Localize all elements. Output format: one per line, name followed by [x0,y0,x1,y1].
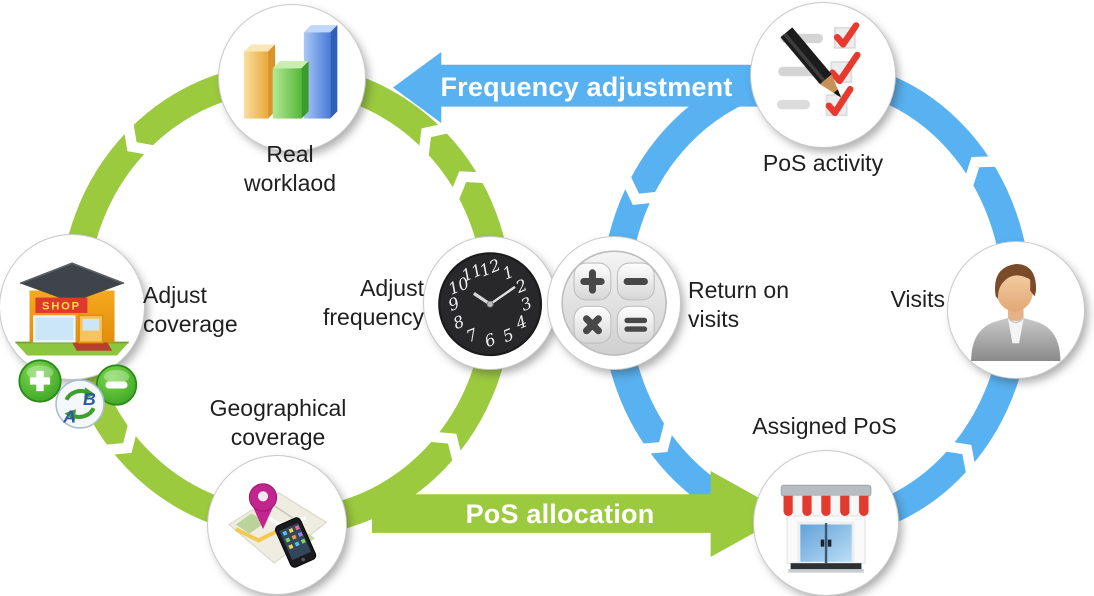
node-adjust-coverage: SHOP [0,235,144,379]
map-pin-phone-icon [228,483,328,569]
clock-icon: 12 1 2 3 4 5 6 7 8 9 10 11 [438,252,542,357]
shop-sign-text: SHOP [42,300,81,312]
swap-letter-a: A [62,407,76,427]
node-visits [948,242,1084,378]
return-on-visits-label: Return on visits [688,277,790,332]
shop-icon: SHOP [15,262,129,356]
pos-activity-label: PoS activity [762,150,884,176]
person-icon [971,264,1061,362]
real-workload-label: Real worklaod [243,141,337,196]
node-real-workload [219,5,365,151]
bar-chart-icon [244,25,338,119]
storefront-icon [780,484,872,573]
assigned-pos-label: Assigned PoS [752,413,897,439]
calculator-icon [561,250,667,356]
pencil [780,27,842,98]
checklist-pencil-icon [776,22,861,117]
adjust-coverage-label: Adjust coverage [143,282,238,337]
swap-ab-badge: A B [54,378,106,430]
minus-badge [93,363,140,407]
node-pos-activity [751,3,895,147]
node-adjust-frequency: 12 1 2 3 4 5 6 7 8 9 10 11 [424,237,556,369]
frequency-adjustment-arrow-label: Frequency adjustment [440,72,733,102]
pos-allocation-arrow-label: PoS allocation [465,498,655,529]
node-return-on-visits [548,237,680,369]
calc-equals-button [616,305,655,344]
visits-label: Visits [890,286,945,312]
node-assigned-pos [754,451,898,595]
plus-badge [17,358,63,404]
clock-minute-hand [489,285,516,306]
adjust-frequency-label: Adjust frequency [322,275,424,330]
node-geographical-coverage [208,456,346,594]
geographical-coverage-label: Geographical coverage [209,395,347,450]
swap-letter-b: B [83,389,96,409]
